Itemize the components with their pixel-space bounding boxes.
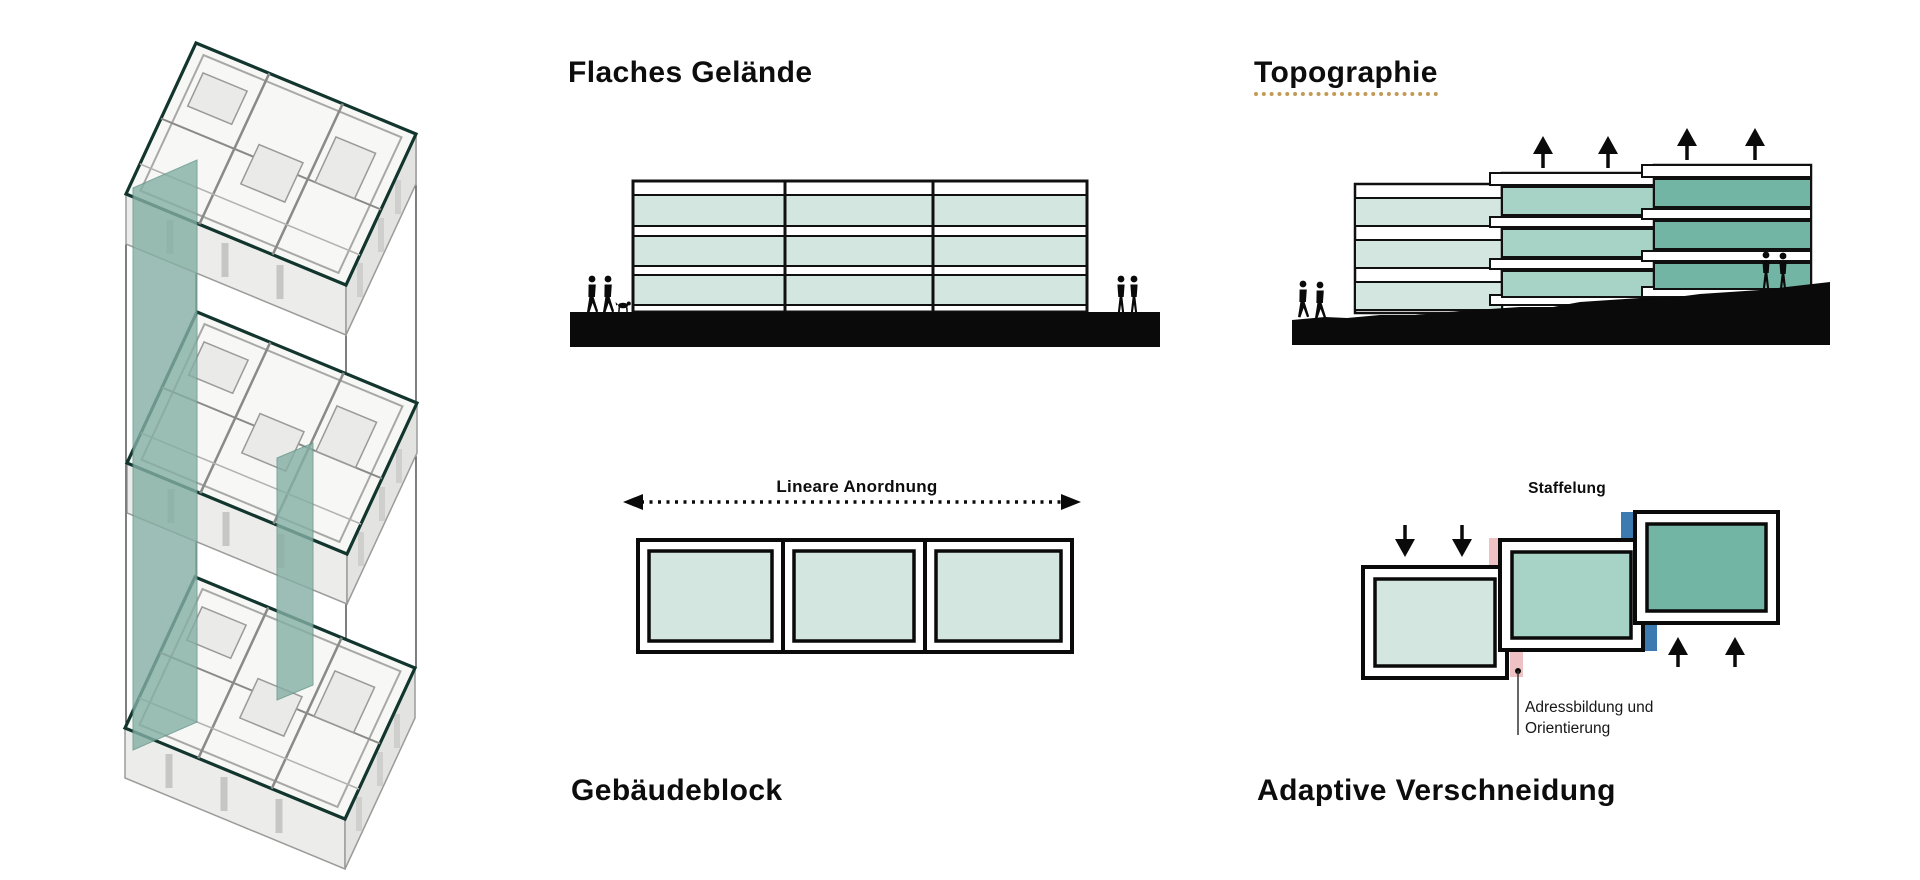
adaptive-intersection-title: Adaptive Verschneidung xyxy=(1257,774,1616,807)
staffelung-block-medium xyxy=(1498,538,1645,652)
topography-elevation xyxy=(1292,128,1830,345)
linear-arrangement-label: Lineare Anordnung xyxy=(776,477,937,496)
terrace-segment-high xyxy=(1641,163,1813,298)
staffelung-diagram: Staffelung Adressbildung und xyxy=(1361,480,1780,737)
staffelung-block-dark xyxy=(1633,510,1780,625)
joint-marker-top xyxy=(1621,512,1633,540)
staffelung-label: Staffelung xyxy=(1528,480,1606,497)
pedestrians-left-icon xyxy=(587,275,631,313)
topo-pedestrians-left-icon xyxy=(1298,280,1327,319)
facade-bands xyxy=(632,194,1088,306)
dashed-span-arrow-icon xyxy=(623,494,1081,510)
exhaust-up-arrows-icon xyxy=(1533,128,1765,168)
annotation-line1: Adressbildung und xyxy=(1525,699,1653,716)
flat-terrain-elevation xyxy=(570,179,1160,347)
annotation-leader xyxy=(1515,668,1521,735)
sloped-terrain xyxy=(1292,282,1830,345)
building-block-2 xyxy=(781,538,927,654)
vertical-shaft-left xyxy=(132,159,198,751)
topography-title: Topographie xyxy=(1254,56,1438,96)
up-arrows-icon xyxy=(1668,637,1745,667)
building-block-3 xyxy=(923,538,1074,654)
terrace-segment-mid xyxy=(1489,171,1656,306)
building-block-diagram: Lineare Anordnung xyxy=(623,477,1081,654)
vertical-shaft-middle xyxy=(276,442,314,701)
flat-ground xyxy=(570,312,1160,347)
pedestrians-right-icon xyxy=(1117,275,1138,312)
staffelung-block-light xyxy=(1361,565,1509,680)
section-dividers xyxy=(783,181,935,312)
joint-marker-bottom xyxy=(1645,623,1657,651)
flat-terrain-title: Flaches Gelände xyxy=(568,56,813,89)
building-block-title: Gebäudeblock xyxy=(571,774,783,807)
building-block-1 xyxy=(636,538,785,654)
down-arrows-icon xyxy=(1395,525,1472,557)
terrace-segment-low xyxy=(1353,182,1504,315)
isometric-floor-stack xyxy=(70,10,470,870)
annotation-line2: Orientierung xyxy=(1525,720,1610,737)
